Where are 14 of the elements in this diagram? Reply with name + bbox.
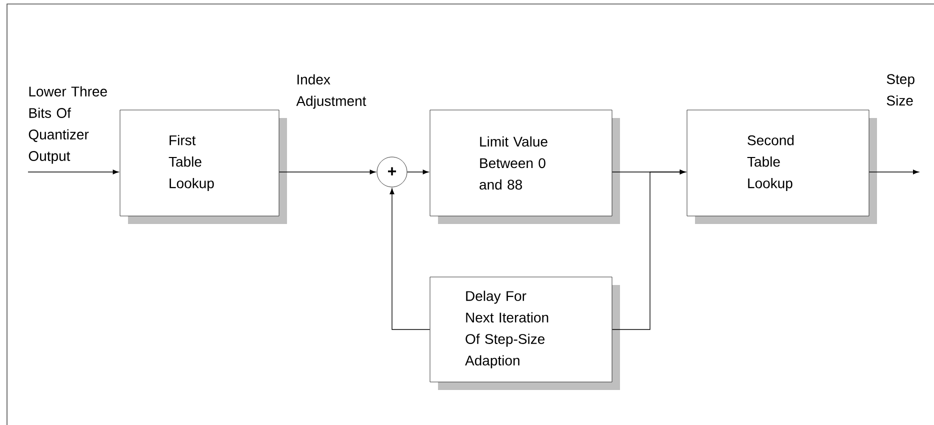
summing-junction: + — [376, 156, 408, 188]
signal-label: Step Size — [886, 74, 914, 106]
arrow — [868, 170, 919, 174]
arrow — [612, 170, 686, 330]
process-box: Delay For Next Iteration Of Step-Size Adaption — [430, 276, 620, 390]
arrow — [28, 170, 119, 174]
process-box: Limit Value Between 0 and 88 — [430, 110, 620, 224]
signal-label: Index Adjustment — [296, 74, 366, 109]
arrow — [406, 170, 429, 174]
process-box: First Table Lookup — [120, 110, 287, 224]
signal-label: Lower Three Bits Of Quantizer Output — [28, 86, 107, 164]
arrow — [390, 188, 430, 330]
arrow — [278, 170, 376, 174]
process-box: Second Table Lookup — [686, 110, 877, 224]
